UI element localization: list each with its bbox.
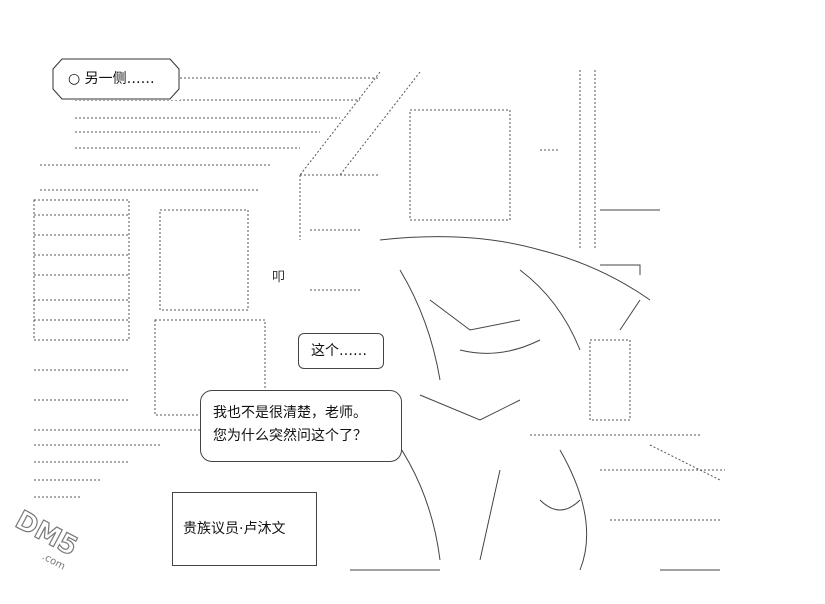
speech-bubble-top-left: ○ 另一侧…… [52,58,180,100]
speech-bubble-main: 我也不是很清楚，老师。 您为什么突然问这个了？ [200,390,402,462]
octagon-frame [52,58,180,100]
caption-text: 贵族议员·卢沐文 [183,521,286,537]
bubble-text: 这个…… [311,343,367,359]
name-caption-box: 贵族议员·卢沐文 [172,492,317,566]
bubble-text: ○ 另一侧…… [68,71,155,87]
bubble-text-line-2: 您为什么突然问这个了？ [213,428,367,444]
dm5-watermark-logo: DM5 .com [10,505,83,573]
speech-bubble-middle: 这个…… [298,333,384,369]
knock-sign: 叩 [272,270,286,285]
bubble-text-line-1: 我也不是很清楚，老师。 [213,405,367,421]
